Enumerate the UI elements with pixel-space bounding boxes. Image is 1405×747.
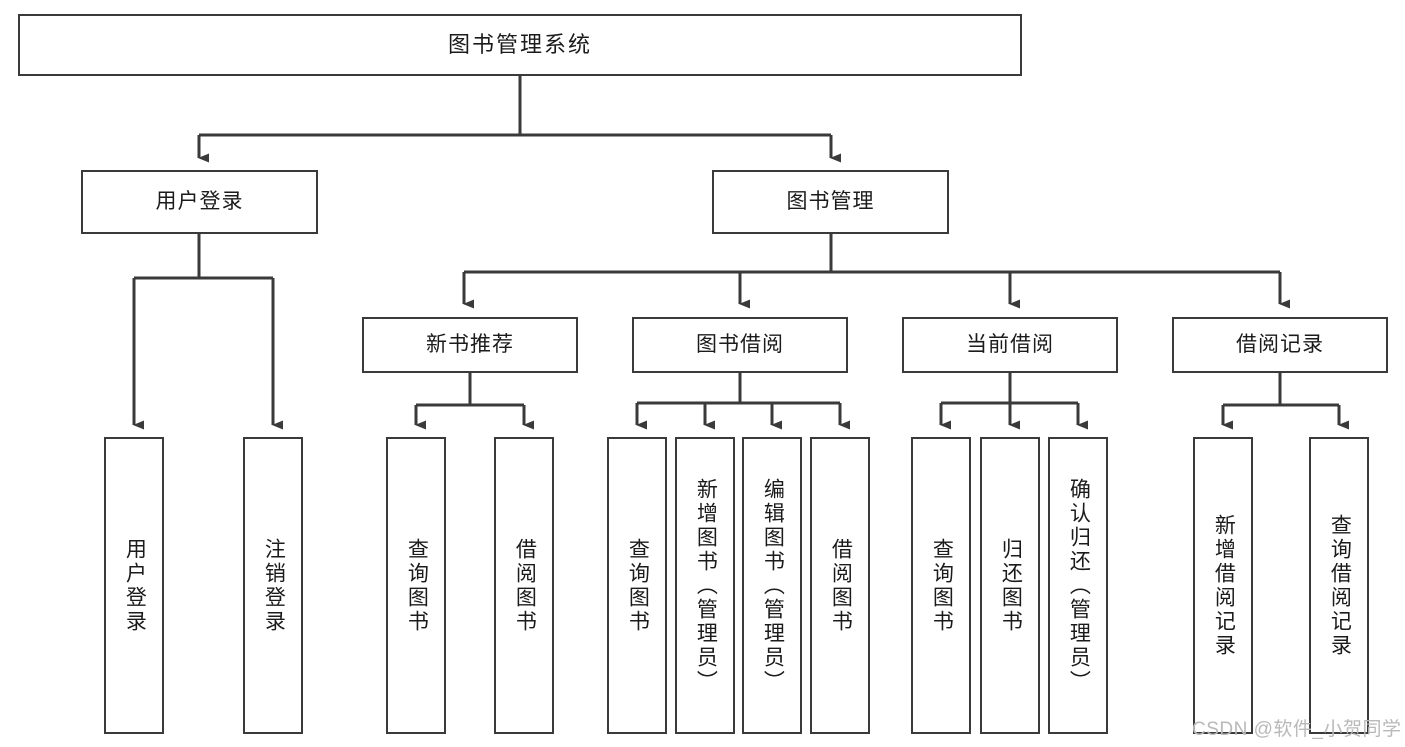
node-root-system[interactable]: 图书管理系统 [18,14,1022,76]
node-leaf-confirm-return-label: 确认归还（管理员） [1067,477,1091,694]
node-leaf-return-book[interactable]: 归还图书 [980,437,1040,734]
node-leaf-borrow-book-1-label: 借阅图书 [513,537,537,634]
node-user-login-label: 用户登录 [155,190,244,214]
node-leaf-borrow-book-2[interactable]: 借阅图书 [810,437,870,734]
node-leaf-query-book-2-label: 查询图书 [626,537,650,634]
node-leaf-edit-book-label: 编辑图书（管理员） [761,477,785,694]
node-leaf-borrow-book-2-label: 借阅图书 [829,537,853,634]
node-leaf-add-record[interactable]: 新增借阅记录 [1193,437,1253,734]
node-current-borrow[interactable]: 当前借阅 [902,317,1118,373]
csdn-watermark: CSDN @软件_小贺同学 [1192,719,1402,740]
node-leaf-user-logout-label: 注销登录 [262,537,286,634]
node-leaf-edit-book[interactable]: 编辑图书（管理员） [742,437,802,734]
node-leaf-query-record[interactable]: 查询借阅记录 [1309,437,1369,734]
node-leaf-return-book-label: 归还图书 [999,537,1023,634]
node-leaf-query-record-label: 查询借阅记录 [1328,513,1352,658]
node-leaf-borrow-book-1[interactable]: 借阅图书 [494,437,554,734]
node-leaf-query-book-3[interactable]: 查询图书 [911,437,971,734]
node-borrow-record-label: 借阅记录 [1236,333,1324,357]
node-leaf-query-book-1-label: 查询图书 [405,537,429,634]
node-leaf-user-login[interactable]: 用户登录 [104,437,164,734]
node-book-manage[interactable]: 图书管理 [712,170,949,234]
node-root-system-label: 图书管理系统 [447,31,592,57]
node-new-book-recommend-label: 新书推荐 [426,333,514,357]
node-leaf-add-record-label: 新增借阅记录 [1212,513,1236,658]
node-leaf-query-book-1[interactable]: 查询图书 [386,437,446,734]
node-book-borrow-label: 图书借阅 [696,333,784,357]
node-leaf-query-book-2[interactable]: 查询图书 [607,437,667,734]
node-leaf-query-book-3-label: 查询图书 [930,537,954,634]
node-leaf-add-book[interactable]: 新增图书（管理员） [675,437,735,734]
node-leaf-add-book-label: 新增图书（管理员） [694,477,718,694]
node-leaf-user-login-label: 用户登录 [123,537,147,634]
node-book-borrow[interactable]: 图书借阅 [632,317,848,373]
node-current-borrow-label: 当前借阅 [966,333,1054,357]
node-book-manage-label: 图书管理 [786,190,875,214]
node-leaf-confirm-return[interactable]: 确认归还（管理员） [1048,437,1108,734]
node-user-login[interactable]: 用户登录 [81,170,318,234]
node-borrow-record[interactable]: 借阅记录 [1172,317,1388,373]
node-leaf-user-logout[interactable]: 注销登录 [243,437,303,734]
node-new-book-recommend[interactable]: 新书推荐 [362,317,578,373]
